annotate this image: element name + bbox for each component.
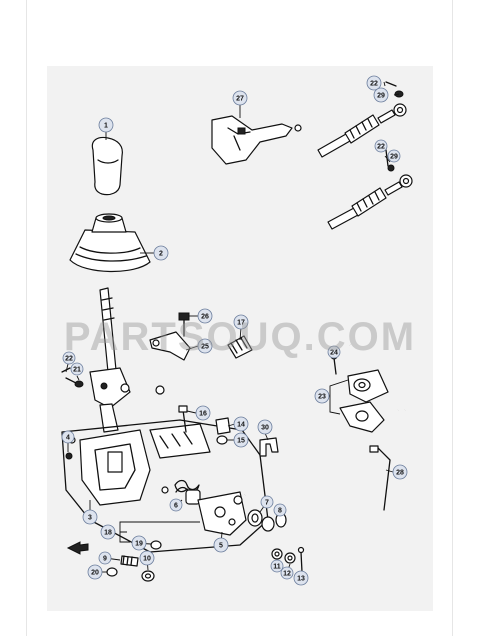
svg-text:19: 19 <box>135 541 143 548</box>
callout-22-upper[interactable]: 22 <box>366 75 382 91</box>
bracket-23 <box>339 369 389 433</box>
callout-22-mid[interactable]: 22 <box>374 139 388 153</box>
svg-text:11: 11 <box>273 564 281 571</box>
callout-6[interactable]: 6 <box>169 498 183 512</box>
callout-28[interactable]: 28 <box>392 464 408 480</box>
svg-text:17: 17 <box>237 320 245 327</box>
callout-1[interactable]: 1 <box>98 117 114 133</box>
svg-text:7: 7 <box>265 500 269 507</box>
callout-20[interactable]: 20 <box>87 564 103 580</box>
bolt-9 <box>120 555 139 567</box>
callout-30[interactable]: 30 <box>257 419 273 435</box>
svg-text:23: 23 <box>318 394 326 401</box>
svg-text:1: 1 <box>104 123 108 130</box>
callout-26[interactable]: 26 <box>197 308 213 324</box>
bolt-16 <box>178 405 188 433</box>
callout-16[interactable]: 16 <box>195 405 211 421</box>
svg-text:22: 22 <box>377 144 385 151</box>
clip-21-22 <box>61 367 84 388</box>
svg-text:14: 14 <box>237 422 245 429</box>
cable-end-lower <box>327 174 413 230</box>
callout-11[interactable]: 11 <box>270 559 284 573</box>
svg-text:18: 18 <box>104 530 112 537</box>
cable-adjuster-17 <box>155 335 253 395</box>
shift-lever <box>89 287 131 433</box>
callout-18[interactable]: 18 <box>100 524 116 540</box>
callout-21[interactable]: 21 <box>70 362 84 376</box>
svg-text:26: 26 <box>201 314 209 321</box>
rod-28 <box>369 445 391 511</box>
bracket-27 <box>211 115 302 165</box>
svg-text:29: 29 <box>377 93 385 100</box>
callout-4[interactable]: 4 <box>61 430 75 444</box>
callout-24[interactable]: 24 <box>327 345 341 359</box>
page-border-right <box>452 0 453 636</box>
svg-text:29: 29 <box>390 154 398 161</box>
callout-14[interactable]: 14 <box>233 416 249 432</box>
callout-29-mid[interactable]: 29 <box>387 149 401 163</box>
spring-6 <box>174 479 201 505</box>
svg-text:25: 25 <box>201 344 209 351</box>
watermark-text: PARTSOUQ.COM <box>64 315 416 359</box>
callout-13[interactable]: 13 <box>293 570 309 586</box>
svg-text:30: 30 <box>261 425 269 432</box>
nut-20 <box>106 567 118 577</box>
callout-10[interactable]: 10 <box>139 550 155 566</box>
svg-text:22: 22 <box>370 81 378 88</box>
callout-25[interactable]: 25 <box>197 338 213 354</box>
front-arrow-icon <box>66 541 89 555</box>
clip-14 <box>215 417 231 435</box>
shift-cables <box>159 153 411 496</box>
callout-19[interactable]: 19 <box>131 535 147 551</box>
svg-text:20: 20 <box>91 570 99 577</box>
callout-2[interactable]: 2 <box>153 245 169 261</box>
callout-9[interactable]: 9 <box>98 551 112 565</box>
svg-text:3: 3 <box>88 515 92 522</box>
svg-text:6: 6 <box>174 503 178 510</box>
callout-7[interactable]: 7 <box>260 495 274 509</box>
svg-text:8: 8 <box>278 508 282 515</box>
svg-text:10: 10 <box>143 556 151 563</box>
svg-text:28: 28 <box>396 470 404 477</box>
callout-5[interactable]: 5 <box>213 537 229 553</box>
callout-17[interactable]: 17 <box>233 314 249 330</box>
washer-11-12 <box>271 548 296 564</box>
page-border-left <box>26 0 27 636</box>
callout-22-left[interactable]: 22 <box>62 351 76 365</box>
bolt-26 <box>178 312 190 337</box>
svg-text:16: 16 <box>199 411 207 418</box>
callout-27[interactable]: 27 <box>232 90 248 106</box>
pin-13 <box>297 546 305 573</box>
svg-text:24: 24 <box>330 350 338 357</box>
svg-text:5: 5 <box>219 543 223 550</box>
bolt-4 <box>65 452 73 460</box>
bracket-25 <box>149 331 191 361</box>
callout-12[interactable]: 12 <box>280 566 294 580</box>
callout-23[interactable]: 23 <box>314 388 330 404</box>
selector-plate-5 <box>197 491 247 536</box>
callout-15[interactable]: 15 <box>233 432 249 448</box>
svg-text:9: 9 <box>103 556 107 563</box>
nut-10 <box>141 570 155 582</box>
svg-text:13: 13 <box>297 576 305 583</box>
svg-text:21: 21 <box>73 367 81 374</box>
svg-text:4: 4 <box>66 435 70 442</box>
shift-boot-2 <box>69 213 151 273</box>
shifter-base-3 <box>61 419 269 553</box>
svg-text:2: 2 <box>159 251 163 258</box>
clip-30 <box>259 437 279 457</box>
nut-19 <box>150 540 162 550</box>
svg-text:27: 27 <box>236 96 244 103</box>
svg-text:15: 15 <box>237 438 245 445</box>
svg-text:12: 12 <box>283 571 291 578</box>
callout-8[interactable]: 8 <box>273 503 287 517</box>
cable-end-upper <box>317 103 407 158</box>
bushing-7 <box>247 509 275 532</box>
nut-15 <box>216 435 228 445</box>
shift-knob-1 <box>91 136 123 196</box>
callout-29-upper[interactable]: 29 <box>373 87 389 103</box>
callout-3[interactable]: 3 <box>82 509 98 525</box>
svg-text:22: 22 <box>65 356 73 363</box>
